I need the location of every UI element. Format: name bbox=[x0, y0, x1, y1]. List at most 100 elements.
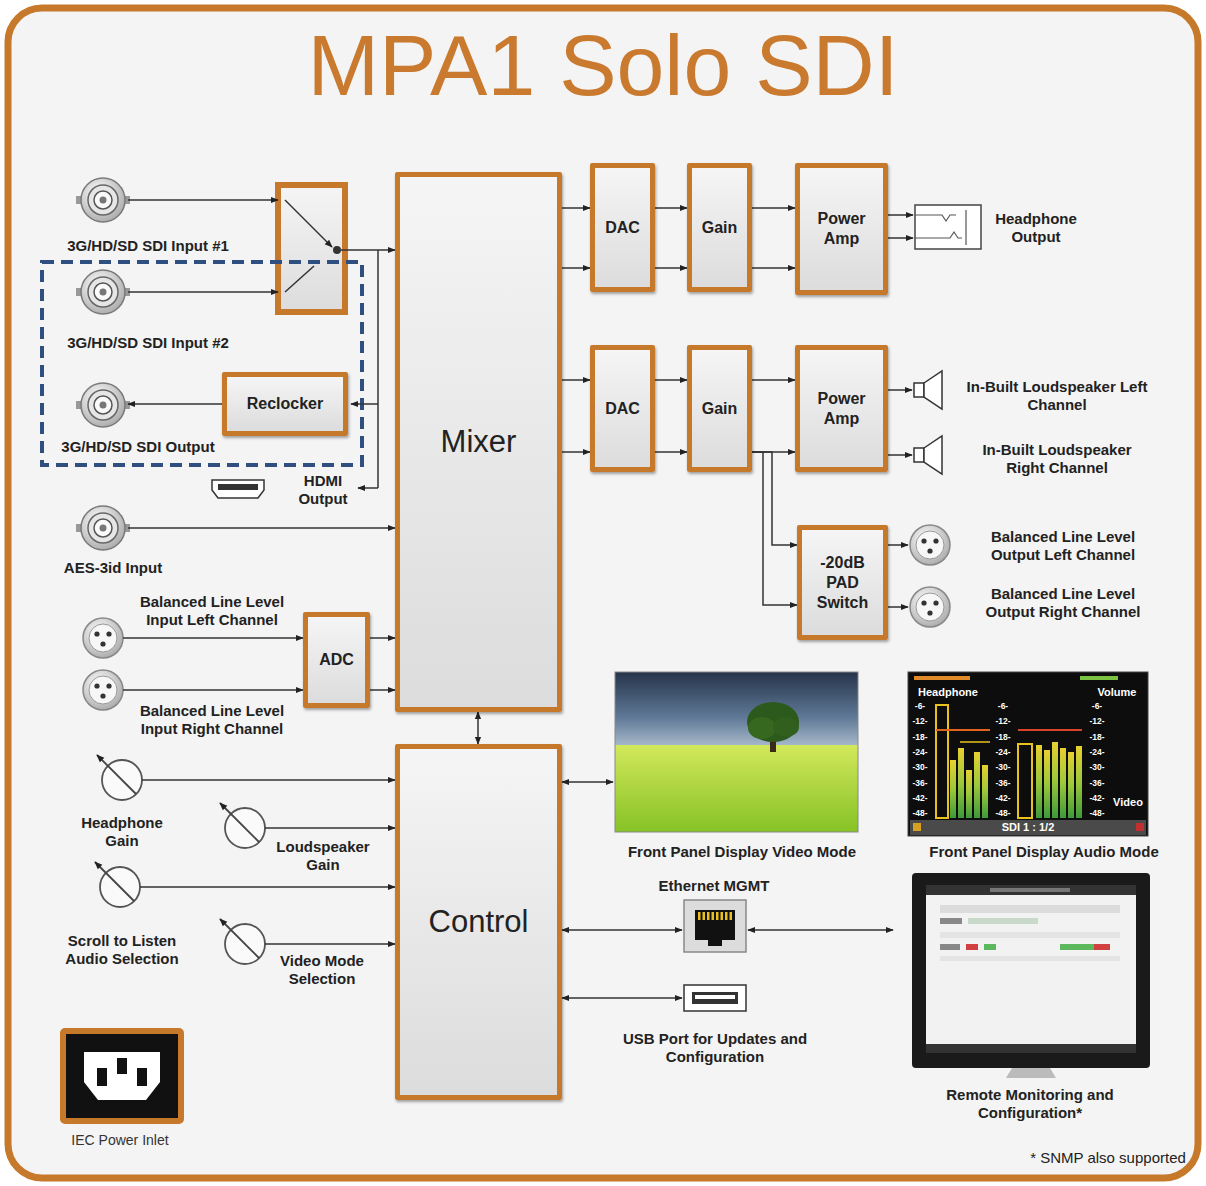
signal-wire-part bbox=[880, 389, 912, 391]
part-label: USB Port for Updates and Configuration bbox=[615, 1030, 815, 1066]
meter-scale-label: -24- bbox=[995, 748, 1010, 757]
part-label: Headphone Output bbox=[981, 210, 1091, 246]
usb-port bbox=[684, 985, 746, 1011]
box-text: Power Amp bbox=[800, 389, 883, 429]
audio-mode-picture-part bbox=[982, 765, 988, 818]
monitor-picture-part bbox=[984, 944, 996, 950]
audio-mode-picture-part bbox=[1052, 742, 1058, 818]
part-label: Loudspeaker Gain bbox=[268, 838, 378, 874]
potentiometer-symbol-part bbox=[220, 919, 265, 964]
part-label: SDI 1 : 1/2 bbox=[1002, 821, 1055, 834]
audio-mode-picture-part bbox=[950, 760, 956, 818]
meter-scale-label: -36- bbox=[1089, 778, 1104, 787]
process-box: -20dB PAD Switch bbox=[797, 525, 888, 640]
meter-scale-label: -36- bbox=[912, 778, 927, 787]
monitor-picture-part bbox=[1060, 944, 1110, 950]
hdmi-icon bbox=[212, 480, 264, 498]
part-label: Headphone Gain bbox=[67, 814, 177, 850]
signal-wire-part bbox=[123, 637, 303, 639]
signal-wire-part bbox=[370, 689, 395, 691]
meter-scale-label: -12- bbox=[1089, 717, 1104, 726]
part-label: Scroll to Listen Audio Selection bbox=[62, 932, 182, 968]
signal-wire-part bbox=[562, 929, 682, 931]
signal-wire-part bbox=[128, 199, 278, 201]
monitor-picture bbox=[912, 873, 1150, 1078]
ethernet-port-part bbox=[695, 910, 735, 940]
part-label: Balanced Line Level Input Right Channel bbox=[122, 702, 302, 738]
signal-connector bbox=[752, 207, 795, 209]
audio-mode-picture-part bbox=[960, 741, 990, 743]
part-label: Balanced Line Level Output Left Channel bbox=[968, 528, 1158, 564]
box-text: Mixer bbox=[441, 423, 517, 462]
signal-connector bbox=[655, 379, 687, 381]
audio-mode-picture bbox=[908, 672, 1148, 836]
monitor-picture-part bbox=[990, 888, 1070, 892]
meter-scale-label: -30- bbox=[995, 763, 1010, 772]
potentiometer-symbol-part bbox=[97, 755, 142, 800]
audio-mode-picture-part bbox=[1060, 748, 1066, 818]
headphone-jack-part bbox=[915, 205, 981, 249]
meter-scale-label: -30- bbox=[1089, 763, 1104, 772]
part-label: Front Panel Display Audio Mode bbox=[894, 843, 1194, 861]
signal-wire-part bbox=[377, 250, 379, 488]
potentiometer-symbol-part bbox=[220, 803, 265, 848]
loudspeaker-symbol-part bbox=[914, 383, 924, 397]
dashed-outline bbox=[42, 262, 362, 465]
monitor-picture-part bbox=[940, 918, 962, 924]
loudspeaker-symbol-part bbox=[924, 371, 942, 409]
meter-scale-label: -6- bbox=[915, 702, 925, 711]
video-mode-picture-part bbox=[747, 702, 799, 742]
audio-mode-picture-part bbox=[914, 676, 970, 680]
video-mode-picture-part bbox=[615, 672, 858, 747]
signal-connector bbox=[562, 379, 590, 381]
signal-wire-part bbox=[880, 544, 908, 546]
signal-wire-part bbox=[358, 487, 378, 489]
meter-scale-label: -42- bbox=[912, 794, 927, 803]
video-mode-picture-part bbox=[773, 717, 799, 737]
ethernet-port-part bbox=[721, 912, 724, 920]
signal-connector bbox=[655, 207, 687, 209]
process-box: DAC bbox=[590, 345, 655, 472]
diagram-title: MPA1 Solo SDI bbox=[0, 22, 1206, 108]
power-inlet-icon bbox=[63, 1031, 181, 1121]
signal-connector bbox=[752, 379, 795, 381]
signal-wire-part bbox=[142, 779, 395, 781]
meter-scale-label: -36- bbox=[995, 778, 1010, 787]
box-text: DAC bbox=[605, 218, 640, 238]
part-label: Headphone bbox=[918, 686, 978, 699]
audio-mode-picture-part bbox=[1080, 676, 1118, 680]
signal-connector bbox=[562, 207, 590, 209]
meter-scale-label: -6- bbox=[998, 702, 1008, 711]
input-switch-part bbox=[333, 246, 341, 254]
video-mode-picture-part bbox=[615, 672, 858, 832]
video-mode-picture-part bbox=[748, 717, 776, 739]
box-text: Gain bbox=[702, 218, 738, 238]
meter-scale-label: -12- bbox=[912, 717, 927, 726]
part-label: IEC Power Inlet bbox=[50, 1132, 190, 1149]
power-inlet-icon-part bbox=[63, 1031, 181, 1121]
input-switch-part bbox=[278, 185, 345, 312]
bnc-connector-part bbox=[76, 270, 130, 314]
power-inlet-icon-part bbox=[137, 1068, 147, 1086]
process-box: DAC bbox=[590, 163, 655, 292]
meter-scale-label: -30- bbox=[912, 763, 927, 772]
signal-connector bbox=[477, 712, 479, 744]
meter-scale-label: -18- bbox=[912, 732, 927, 741]
power-inlet-icon-part bbox=[117, 1058, 127, 1074]
signal-connector bbox=[752, 452, 797, 605]
xlr-connector-part bbox=[83, 670, 123, 710]
ethernet-port-part bbox=[684, 900, 746, 952]
box-text: DAC bbox=[605, 399, 640, 419]
monitor-picture-part bbox=[926, 1044, 1136, 1053]
signal-wire-part bbox=[880, 237, 913, 239]
audio-mode-picture-part bbox=[913, 823, 921, 831]
ethernet-port-part bbox=[725, 912, 728, 920]
signal-wire-part bbox=[128, 403, 222, 405]
signal-connector bbox=[562, 451, 590, 453]
bnc-connector bbox=[76, 178, 130, 550]
meter-scale-label: -18- bbox=[995, 732, 1010, 741]
audio-mode-picture-part bbox=[936, 705, 948, 818]
headphone-jack-part bbox=[915, 210, 966, 245]
ethernet-port-part bbox=[707, 912, 710, 920]
monitor-picture-part bbox=[926, 885, 1136, 895]
